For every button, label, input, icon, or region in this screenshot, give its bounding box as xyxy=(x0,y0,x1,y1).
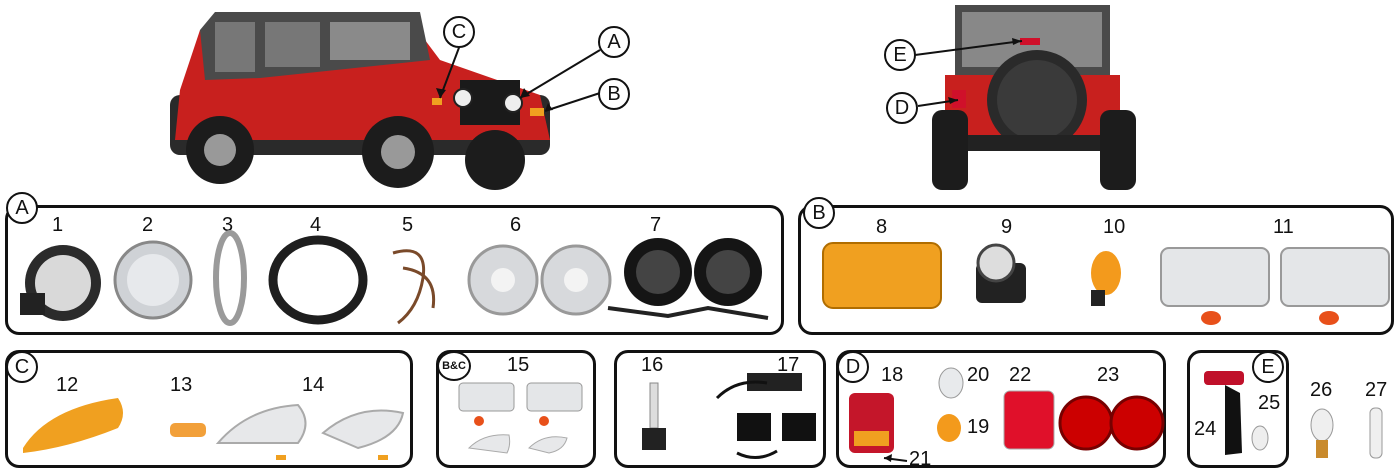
loose-bulbs xyxy=(1310,407,1383,459)
part-number-3: 3 xyxy=(222,214,234,236)
part-number-4: 4 xyxy=(310,214,322,236)
part-number-20: 20 xyxy=(967,364,990,386)
clear-parking-lights-icon xyxy=(1160,247,1390,325)
panel-d-parts xyxy=(849,367,1165,462)
part-number-19: 19 xyxy=(967,416,990,438)
part-number-14: 14 xyxy=(302,374,325,396)
clear-side-markers-icon xyxy=(215,403,405,460)
part-number-23: 23 xyxy=(1097,364,1120,386)
panel-a-parts xyxy=(20,230,769,326)
retaining-ring-icon xyxy=(213,230,247,326)
part-number-27: 27 xyxy=(1365,379,1388,401)
side-marker-bulb-icon xyxy=(170,423,206,437)
part-number-17: 17 xyxy=(777,354,800,376)
part-number-13: 13 xyxy=(170,374,193,396)
part-number-24: 24 xyxy=(1194,418,1217,440)
part-number-10: 10 xyxy=(1103,216,1126,238)
amber-side-marker-icon xyxy=(23,398,123,453)
leader-line-c xyxy=(439,44,461,99)
leader-line-b xyxy=(544,92,601,112)
panel-bc-parts xyxy=(458,382,583,454)
part-number-5: 5 xyxy=(402,214,414,236)
panel-a-headlights: A 1 2 3 4 5 6 7 xyxy=(5,192,784,335)
led-cube-lights-icon xyxy=(715,373,816,459)
clear-bulb-icon xyxy=(938,367,964,399)
amber-parking-light-icon xyxy=(822,242,942,309)
panel-d-letter: D xyxy=(837,351,869,383)
callout-a: A xyxy=(598,26,630,58)
callout-b: B xyxy=(598,78,630,110)
part-number-21: 21 xyxy=(909,448,932,470)
wedge-bulb-icon xyxy=(1310,408,1334,458)
part-number-26: 26 xyxy=(1310,379,1333,401)
part-number-16: 16 xyxy=(641,354,664,376)
parking-and-marker-kit-icon xyxy=(458,382,583,454)
festoon-bulb-icon xyxy=(1369,407,1383,459)
panel-bc-letter: B&C xyxy=(437,351,471,381)
callout-e: E xyxy=(884,39,916,71)
callout-c: C xyxy=(443,16,475,48)
amber-tail-bulb-icon xyxy=(937,414,961,442)
brake-bulb-icon xyxy=(1251,425,1269,451)
part-number-6: 6 xyxy=(510,214,522,236)
part-number-2: 2 xyxy=(142,214,154,236)
panel-b-parking-lights: B 8 9 10 11 xyxy=(798,197,1394,335)
panel-e-letter: E xyxy=(1252,351,1284,383)
sealed-beam-headlight-icon xyxy=(113,240,193,320)
leader-line-e xyxy=(914,40,1023,56)
amber-bulb-icon xyxy=(1091,251,1121,306)
led-round-tail-lights-icon xyxy=(1058,395,1165,451)
red-tail-light-lens-icon xyxy=(1003,390,1055,450)
part-number-12: 12 xyxy=(56,374,79,396)
panel-b-parts xyxy=(822,242,1390,325)
part-number-15: 15 xyxy=(507,354,530,376)
panel-b-letter: B xyxy=(803,197,835,229)
tail-light-assembly-icon xyxy=(849,393,894,453)
part-number-1: 1 xyxy=(52,214,64,236)
third-brake-light-icon xyxy=(1204,371,1244,455)
part-number-22: 22 xyxy=(1009,364,1032,386)
panel-e-third-brake-light: E 25 24 xyxy=(1187,350,1289,468)
part-number-25: 25 xyxy=(1258,392,1281,414)
hid-bulb-icon xyxy=(642,382,666,450)
bulb-socket-icon xyxy=(976,243,1026,303)
part-number-9: 9 xyxy=(1001,216,1013,238)
panel-bc-light-kit: B&C 15 xyxy=(436,350,596,468)
jeep-rear-image xyxy=(932,5,1136,190)
halo-led-headlights-icon xyxy=(607,238,769,320)
leader-line-a xyxy=(519,49,601,99)
panel-a-letter: A xyxy=(6,192,38,224)
part-number-11: 11 xyxy=(1273,216,1294,238)
wiring-harness-icon xyxy=(392,249,436,325)
panel-c-letter: C xyxy=(6,351,38,383)
arrow-icon xyxy=(883,454,908,462)
callout-d: D xyxy=(886,92,918,124)
panel-misc-lights: 16 17 xyxy=(614,350,826,468)
headlight-assembly-icon xyxy=(20,245,101,321)
panel-d-tail-lights: D 18 20 22 23 19 21 xyxy=(836,350,1166,470)
panel-c-side-markers: C 12 13 14 xyxy=(5,350,413,468)
part-number-8: 8 xyxy=(876,216,888,238)
panel-e-parts xyxy=(1204,371,1269,455)
headlight-bezel-icon xyxy=(268,235,368,325)
jeep-front-image xyxy=(170,12,550,190)
panel-misc-parts xyxy=(642,373,816,459)
panel-c-parts xyxy=(23,398,405,460)
part-number-7: 7 xyxy=(650,214,662,236)
led-projector-headlights-icon xyxy=(467,244,612,316)
part-number-18: 18 xyxy=(881,364,904,386)
